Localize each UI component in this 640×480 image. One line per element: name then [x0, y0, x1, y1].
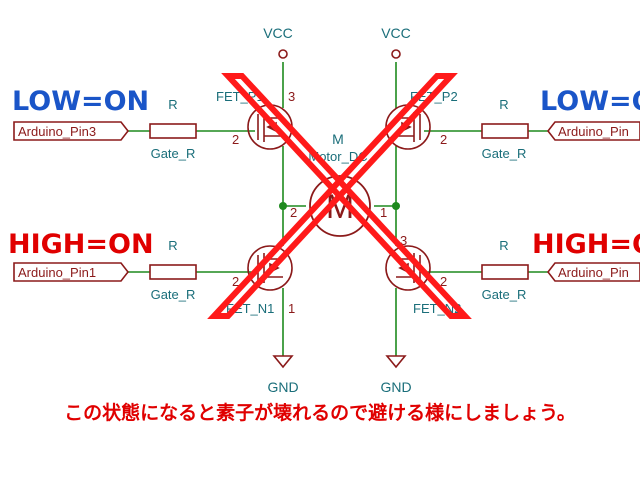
resistor-tr [481, 123, 529, 139]
port-bl-shape [13, 262, 130, 282]
port-bl-label: Arduino_Pin1 [18, 265, 96, 280]
resistor-bl [149, 264, 197, 280]
low-on-right-label: LOW=O [540, 86, 640, 117]
resistor-br-ref: R [499, 238, 508, 253]
cross-stroke-1 [221, 73, 472, 319]
motor-ref: M [332, 131, 344, 147]
gnd-right-symbol: GND [380, 355, 412, 395]
low-on-left-label: LOW=ON [12, 86, 149, 117]
fet-n1-pin2: 2 [232, 274, 239, 289]
motor-pin-left: 2 [290, 205, 297, 220]
port-tl-label: Arduino_Pin3 [18, 124, 96, 139]
gnd-left-label: GND [267, 379, 298, 395]
high-on-right-label: HIGH=O [532, 229, 640, 260]
gnd-right-label: GND [380, 379, 411, 395]
fet-p1-pin3: 3 [288, 89, 295, 104]
fet-p1-pin2: 2 [232, 132, 239, 147]
high-on-left-label: HIGH=ON [8, 229, 154, 260]
resistor-tr-ref: R [499, 97, 508, 112]
resistor-bl-value: Gate_R [151, 287, 196, 302]
resistor-br-value: Gate_R [482, 287, 527, 302]
resistor-br [481, 264, 529, 280]
fet-p2-pin2: 2 [440, 132, 447, 147]
fet-n1-body [247, 245, 293, 291]
vcc-left-symbol: VCC [263, 25, 293, 59]
resistor-tl-ref: R [168, 97, 177, 112]
port-tl-shape [13, 121, 130, 141]
port-tr-shape [546, 121, 640, 141]
cross-stroke-2 [207, 73, 458, 319]
resistor-tl-value: Gate_R [151, 146, 196, 161]
port-labels: Arduino_Pin3 Arduino_Pin1 Arduino_Pin Ar… [18, 124, 629, 280]
fet-n2-pin3: 3 [400, 233, 407, 248]
fet-n1-pin1: 1 [288, 301, 295, 316]
motor-pin-right: 1 [380, 205, 387, 220]
resistor-labels: R Gate_R R Gate_R R Gate_R R Gate_R [151, 97, 527, 302]
wires [128, 62, 548, 356]
port-br-shape [546, 262, 640, 282]
junction-dot-left [279, 202, 287, 210]
vcc-left-label: VCC [263, 25, 293, 41]
resistor-bodies [149, 123, 529, 280]
fet-n2-pin2: 2 [440, 274, 447, 289]
vcc-right-symbol: VCC [381, 25, 411, 59]
fet-n2-body [385, 245, 431, 291]
warning-caption: この状態になると素子が壊れるので避ける様にしましょう。 [64, 402, 576, 424]
resistor-tr-value: Gate_R [482, 146, 527, 161]
port-shapes [13, 121, 640, 282]
resistor-tl [149, 123, 197, 139]
port-br-label: Arduino_Pin [558, 265, 629, 280]
resistor-bl-ref: R [168, 238, 177, 253]
port-tr-label: Arduino_Pin [558, 124, 629, 139]
gnd-left-symbol: GND [267, 355, 299, 395]
vcc-right-label: VCC [381, 25, 411, 41]
junction-dot-right [392, 202, 400, 210]
pin-numbers: 2 3 2 2 1 2 3 2 1 [232, 89, 447, 316]
red-cross-mark [207, 73, 472, 319]
